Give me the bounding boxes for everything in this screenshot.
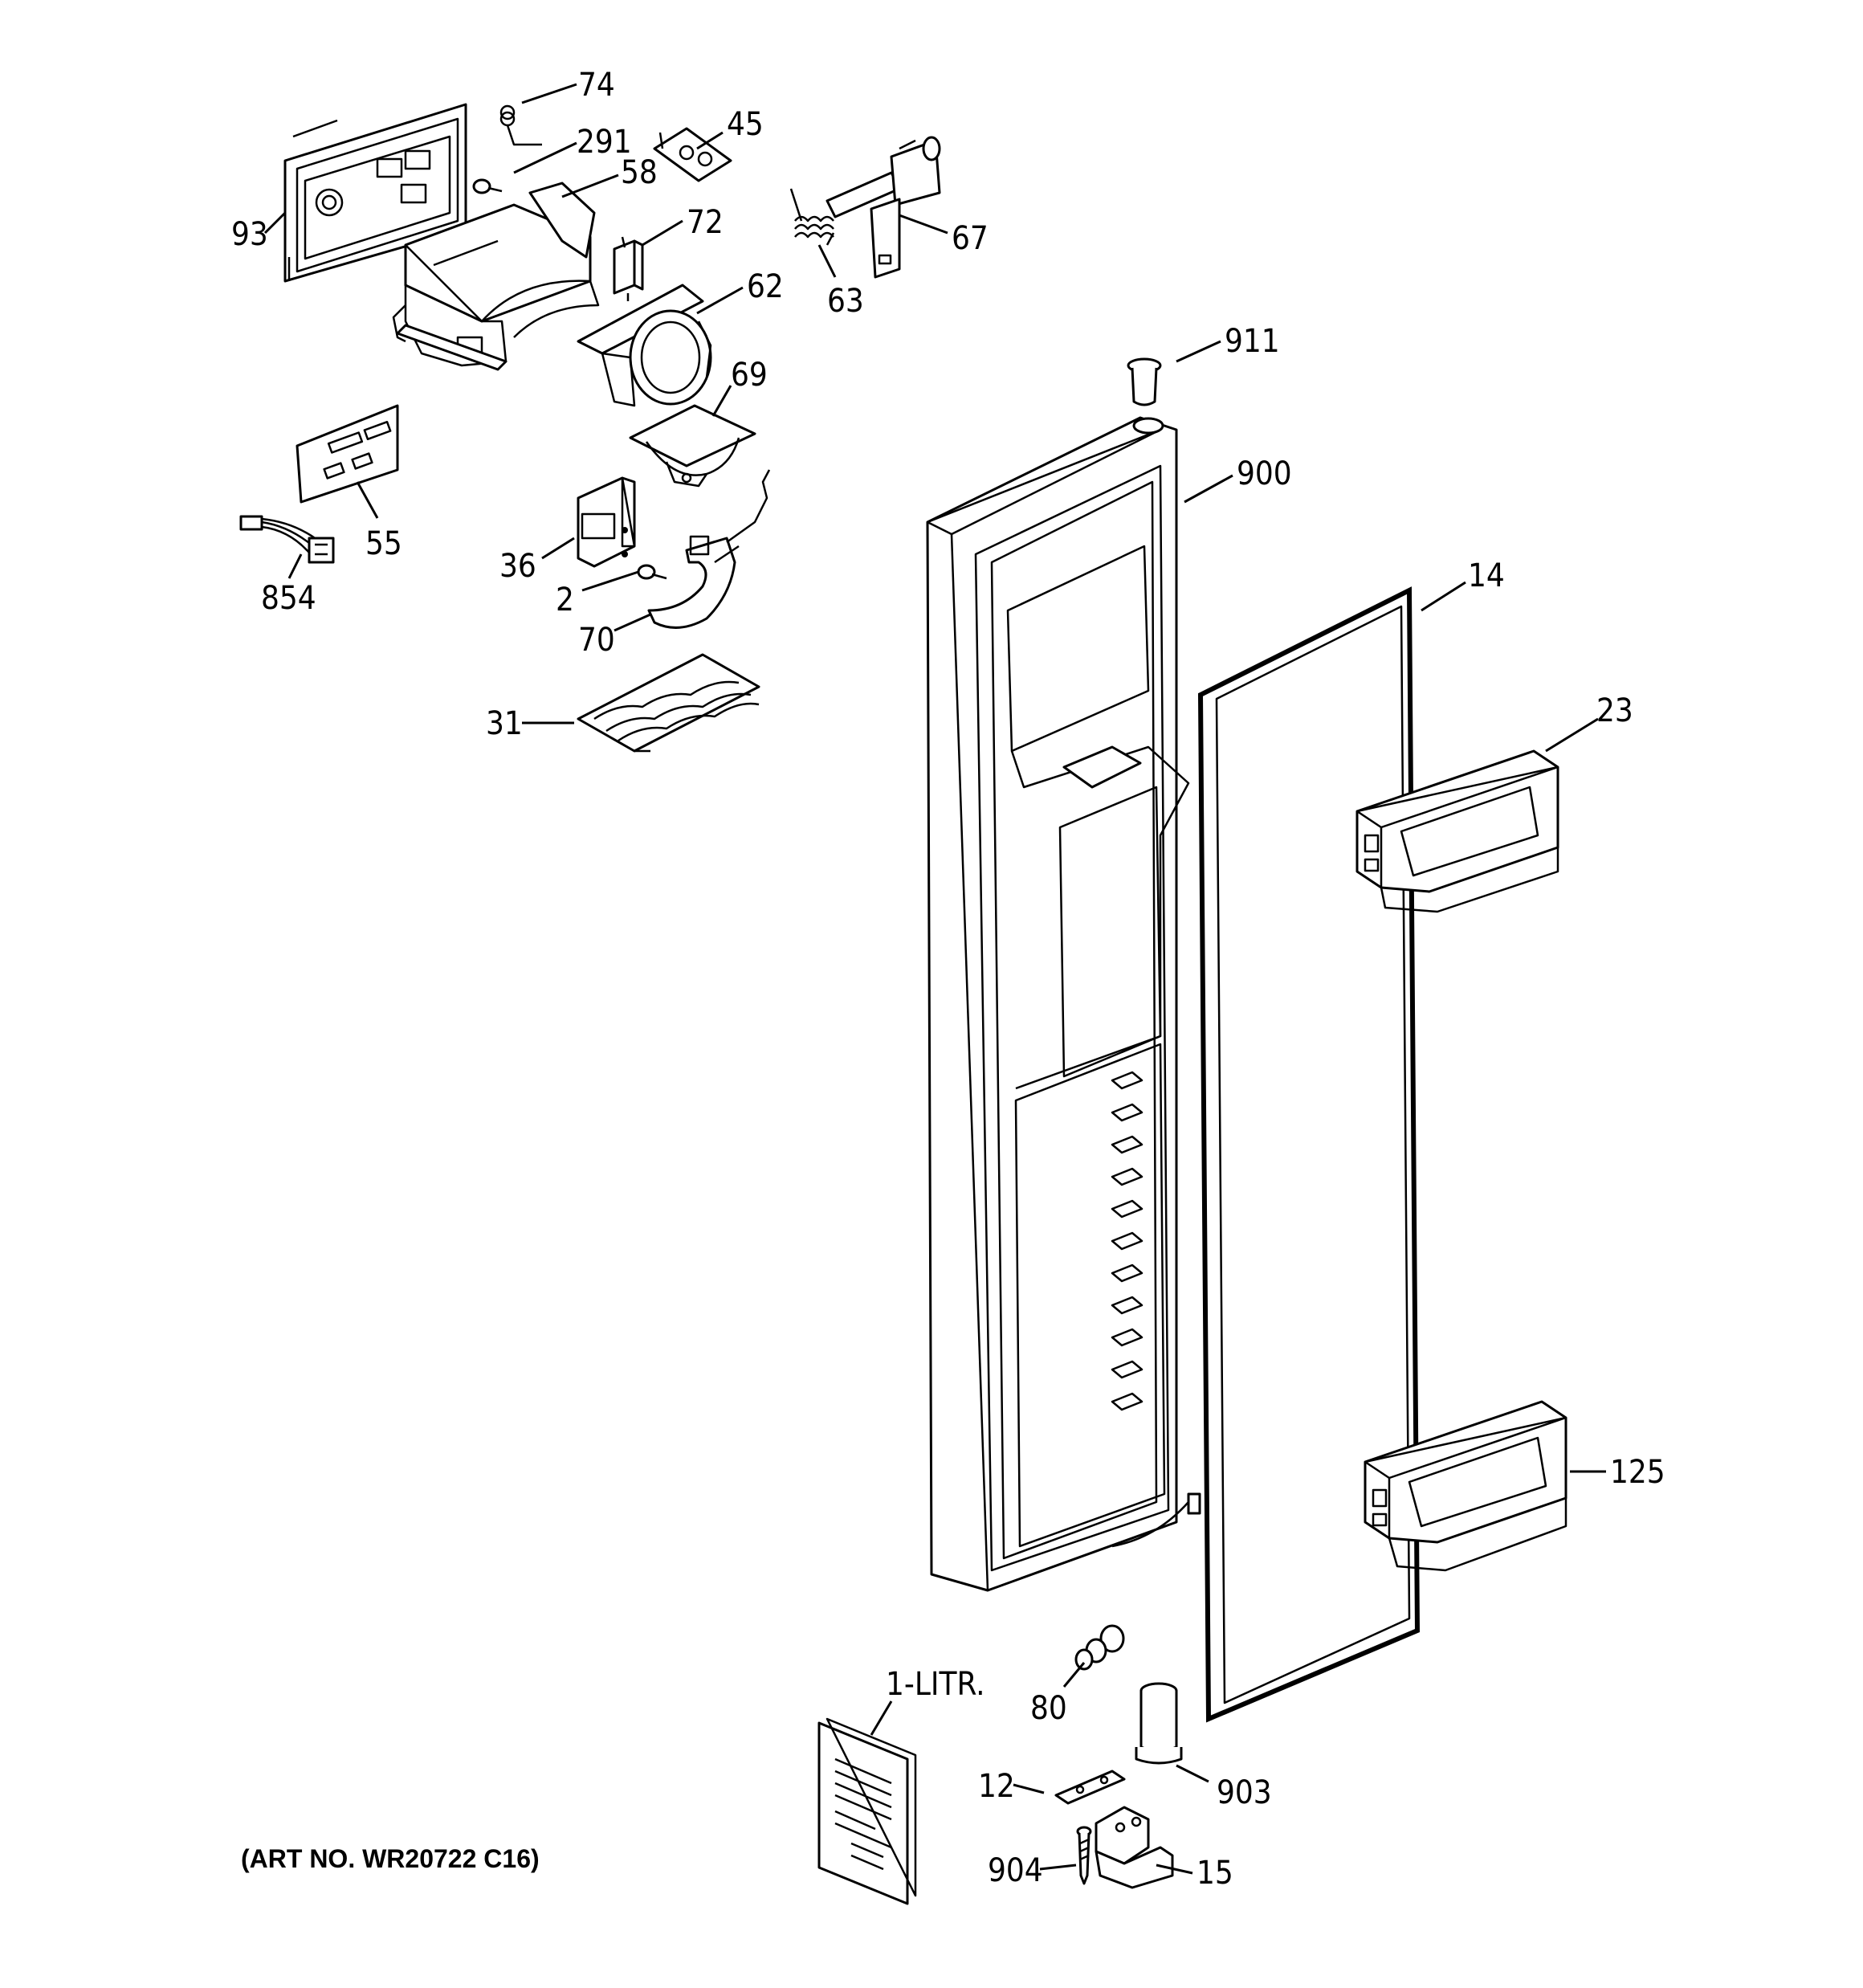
art-number: (ART NO. WR20722 C16) [241,1844,540,1873]
part-23-bin [1355,749,1559,913]
callout-36: 36 [499,548,536,585]
part-80-plug [1074,1624,1125,1671]
part-854-wire-harness [239,515,335,564]
part-15-hinge [1095,1806,1174,1889]
part-62-ring-mount [577,284,712,407]
callout-93: 93 [231,216,268,253]
callout-911: 911 [1225,323,1280,360]
part-1-literature [817,1717,917,1905]
part-903-pin [1135,1682,1183,1765]
part-55-control-board [296,404,399,504]
part-63-spring [789,188,835,246]
part-72-switch [613,236,644,301]
part-36-actuator [577,476,636,568]
part-911-bushing [1127,357,1162,406]
part-69-chute [629,404,756,488]
part-2-screw [637,564,667,580]
part-900-door [926,416,1201,1592]
callout-15: 15 [1196,1855,1233,1892]
callout-23: 23 [1596,692,1633,729]
leader-lines [263,83,1606,1875]
callout-904: 904 [988,1852,1043,1889]
callout-125: 125 [1610,1454,1665,1491]
callout-291: 291 [577,124,632,161]
callout-67: 67 [952,220,989,257]
callout-903: 903 [1217,1774,1272,1811]
part-74-spring [499,104,542,146]
callout-1-litr: 1-LITR. [886,1666,985,1703]
callout-58: 58 [621,154,658,191]
callout-62: 62 [747,268,784,305]
callout-72: 72 [687,204,724,241]
callout-900: 900 [1237,455,1292,492]
callout-labels: 74 291 45 58 93 72 67 63 62 911 69 900 5… [231,67,1665,1892]
part-45-bracket [653,127,732,182]
callout-74: 74 [578,67,615,104]
callout-12: 12 [978,1768,1015,1805]
callout-70: 70 [578,622,615,659]
part-14-gasket [1197,586,1421,1723]
callout-80: 80 [1030,1690,1067,1727]
callout-14: 14 [1468,557,1505,594]
part-67-lever [826,136,941,279]
callout-2: 2 [556,582,574,618]
part-125-bin [1364,1400,1567,1572]
door-shelf-clips [1111,1071,1143,1411]
callout-55: 55 [365,525,402,562]
part-291-screw [472,178,503,194]
callout-45: 45 [727,106,764,143]
part-70-paddle [647,469,771,629]
callout-854: 854 [261,580,316,617]
callout-69: 69 [731,357,768,394]
part-58-housing [392,182,600,371]
part-12-shim [1054,1770,1126,1805]
callout-63: 63 [827,283,864,320]
part-904-screw [1076,1826,1092,1885]
part-31-grille [577,653,760,753]
callout-31: 31 [486,705,523,742]
